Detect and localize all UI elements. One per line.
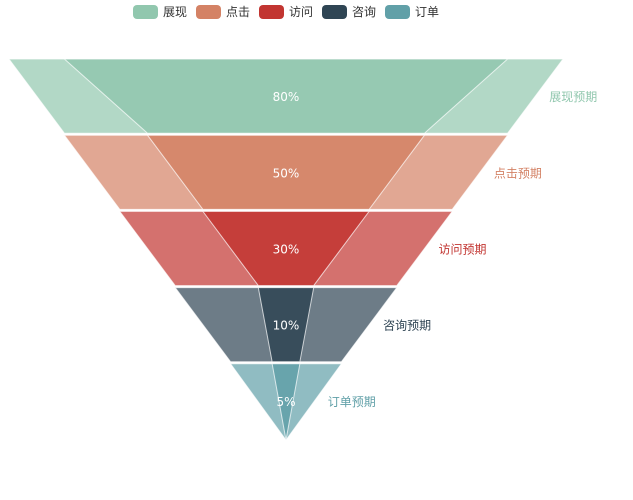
expected-label-visit: 访问预期 <box>439 243 487 257</box>
legend-label-order: 订单 <box>415 5 440 19</box>
legend-swatch-visit <box>259 4 284 19</box>
legend-item-consult[interactable]: 咨询 <box>322 3 376 20</box>
legend-swatch-consult <box>322 4 347 19</box>
legend-label-visit: 访问 <box>289 5 314 19</box>
expected-label-click: 点击预期 <box>494 166 542 180</box>
actual-label-visit: 30% <box>273 243 300 257</box>
legend-label-click: 点击 <box>226 5 251 19</box>
actual-segment-consult[interactable] <box>257 287 315 363</box>
expected-label-consult: 咨询预期 <box>383 318 431 333</box>
actual-segment-visit[interactable] <box>201 210 371 287</box>
legend-swatch-order <box>385 4 410 19</box>
legend-label-impression: 展现 <box>163 5 188 19</box>
legend-swatch-click <box>196 4 221 19</box>
legend-label-consult: 咨询 <box>352 5 377 19</box>
actual-label-impression: 80% <box>273 90 300 104</box>
expected-label-impression: 展现预期 <box>549 90 597 104</box>
chart-legend: 展现 点击 访问 咨询 订单 <box>0 3 633 21</box>
actual-segment-impression[interactable] <box>63 58 509 134</box>
actual-label-order: 5% <box>276 395 295 409</box>
expected-label-order: 订单预期 <box>328 395 376 409</box>
actual-label-click: 50% <box>273 166 300 180</box>
actual-segment-order[interactable] <box>271 363 301 441</box>
legend-item-click[interactable]: 点击 <box>196 3 250 20</box>
actual-segment-click[interactable] <box>146 134 426 210</box>
actual-label-consult: 10% <box>273 319 300 333</box>
legend-swatch-impression <box>133 4 158 19</box>
legend-item-order[interactable]: 订单 <box>385 3 439 20</box>
legend-item-impression[interactable]: 展现 <box>133 3 187 20</box>
legend-item-visit[interactable]: 访问 <box>259 3 313 20</box>
